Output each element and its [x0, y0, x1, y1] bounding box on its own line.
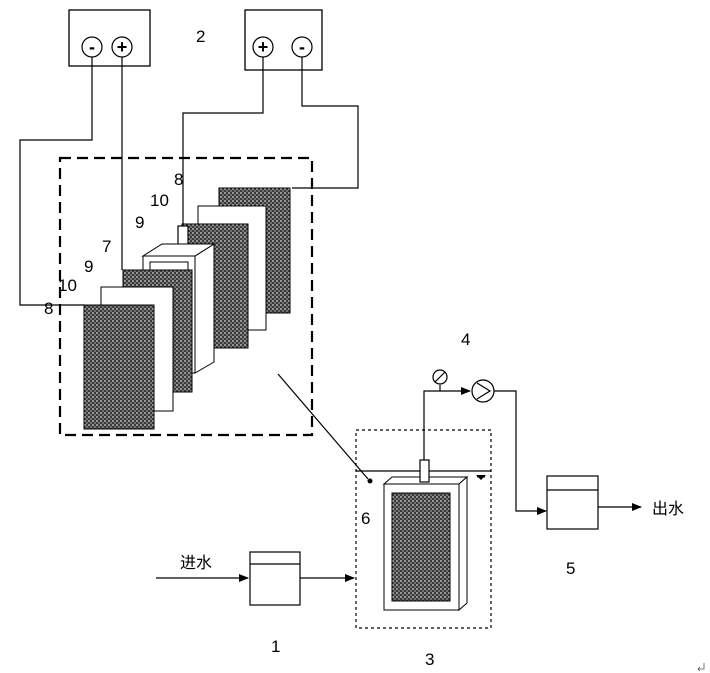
label-4: 4 [461, 330, 470, 349]
outlet-tank [546, 475, 599, 530]
module-outlet-connector [419, 459, 430, 483]
return-mark-icon [697, 663, 705, 672]
inlet-label: 进水 [180, 553, 212, 572]
pressure-gauge-icon [432, 369, 448, 385]
label-6: 6 [361, 509, 370, 528]
label-10-right: 10 [150, 191, 169, 210]
label-9-left: 9 [84, 257, 93, 276]
pump-icon [471, 379, 495, 403]
label-9-right: 9 [135, 213, 144, 232]
inlet-tank [249, 551, 301, 606]
label-1: 1 [271, 637, 280, 656]
electrode-module [382, 459, 469, 612]
label-2: 2 [196, 27, 205, 46]
minus-sign-right: - [299, 37, 305, 57]
label-8-left: 8 [44, 299, 53, 318]
electrode-stack-enclosure [58, 156, 314, 437]
power-supply-left: - + [68, 9, 151, 67]
leader-line [277, 373, 369, 480]
plus-sign-left: + [117, 37, 128, 57]
electrical-wires [19, 57, 359, 306]
label-5: 5 [566, 559, 575, 578]
electrode-stack [83, 187, 291, 430]
label-7: 7 [102, 237, 111, 256]
label-8-right: 8 [174, 170, 183, 189]
electrode-connector [177, 225, 189, 247]
stack-labels: 8 10 9 7 9 10 8 2 [44, 27, 205, 318]
module-mesh [391, 492, 451, 602]
anode-mesh-front [83, 304, 155, 430]
membrane-frame-side [194, 243, 215, 374]
label-10-left: 10 [58, 276, 77, 295]
effluent-line [423, 385, 547, 515]
plus-sign-right: + [258, 37, 269, 57]
outlet-label: 出水 [652, 499, 684, 518]
label-3: 3 [425, 650, 434, 669]
power-supply-right: + - [244, 9, 323, 71]
minus-sign-left: - [89, 37, 95, 57]
